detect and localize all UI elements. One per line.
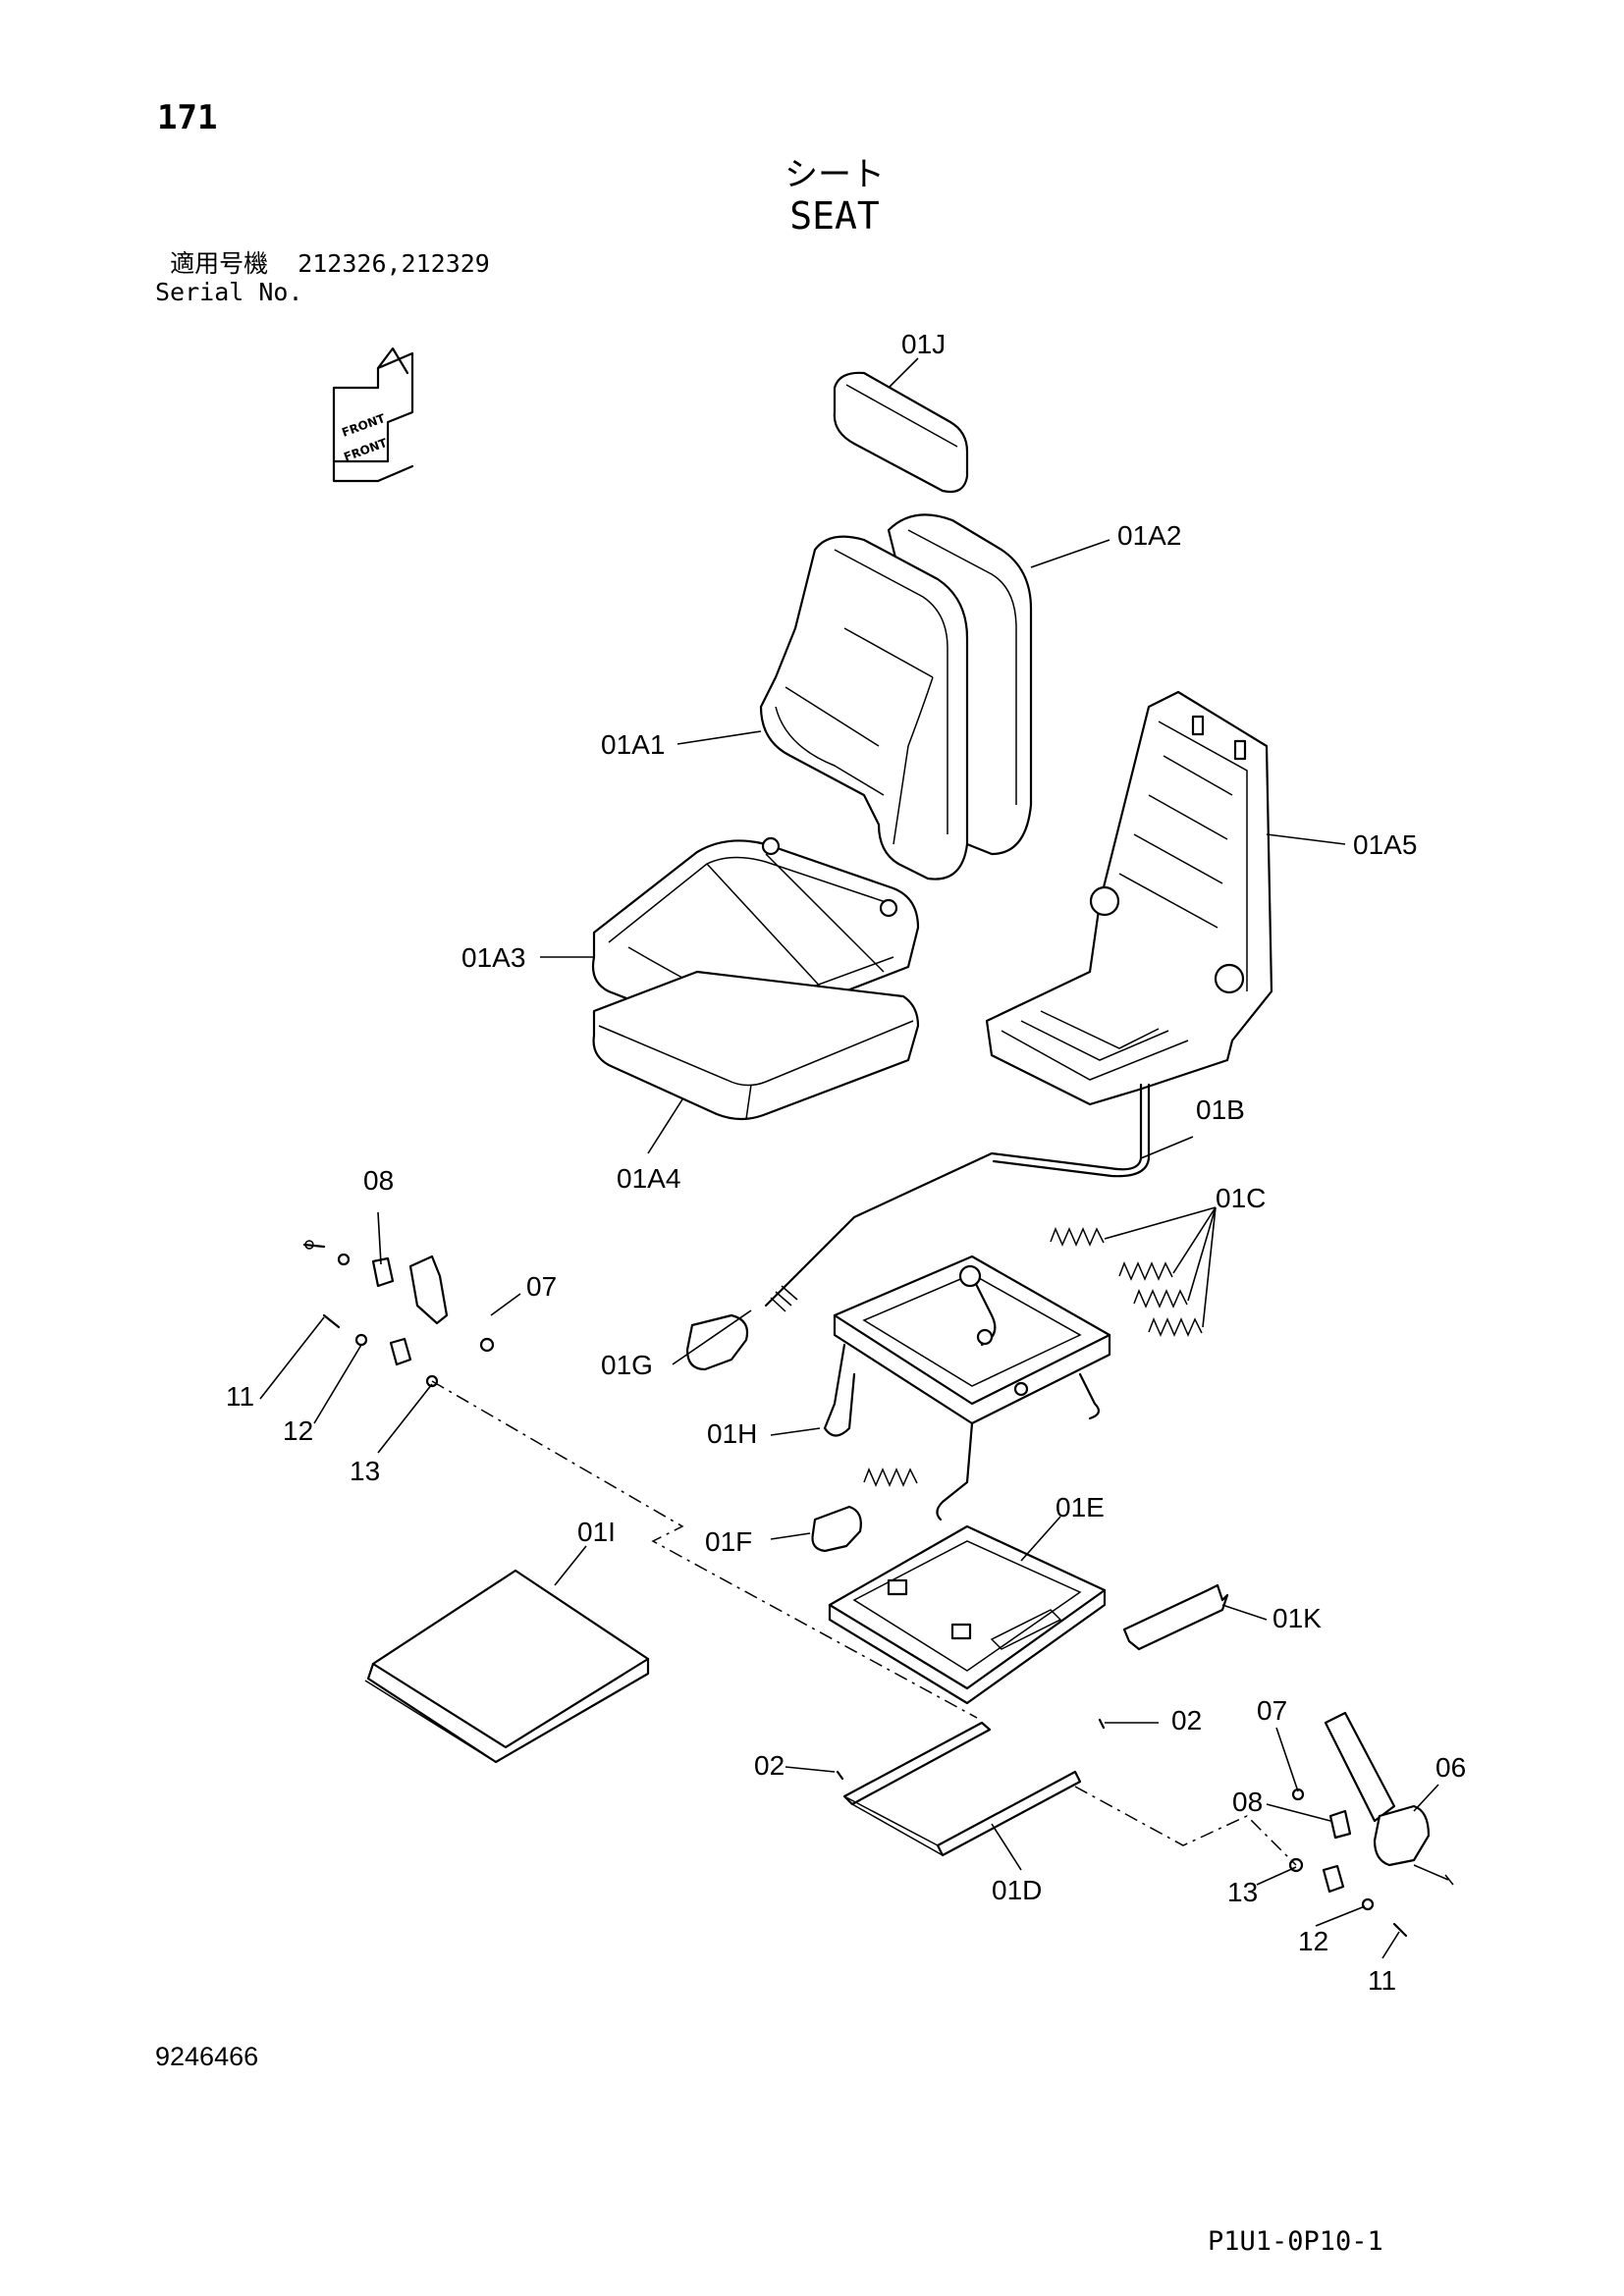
orientation-label-1: FRONT [340, 411, 388, 440]
label-01G: 01G [601, 1350, 653, 1380]
label-01H: 01H [707, 1418, 757, 1449]
label-01E: 01E [1056, 1492, 1105, 1522]
illustration-number: 9246466 [155, 2042, 259, 2071]
label-08-left: 08 [363, 1165, 394, 1196]
slide-rails-01D [842, 1721, 1082, 1857]
label-01A3: 01A3 [461, 942, 525, 973]
serial-label-en: Serial No. [155, 278, 303, 306]
label-01J: 01J [901, 329, 946, 359]
label-07-right: 07 [1257, 1695, 1287, 1726]
back-cushion-front-01A1 [759, 535, 969, 881]
slide-base-01E [828, 1524, 1107, 1705]
page-number: 171 [157, 98, 218, 137]
label-02-left: 02 [754, 1750, 785, 1781]
label-01D: 01D [992, 1875, 1042, 1905]
headrest-01J [833, 371, 969, 494]
serial-block: 適用号機 212326,212329 Serial No. [155, 249, 490, 306]
label-01A5: 01A5 [1353, 829, 1417, 860]
label-01K: 01K [1272, 1603, 1322, 1633]
orientation-label-2: FRONT [342, 436, 390, 464]
bracket-01K [1122, 1583, 1229, 1651]
serial-values: 212326,212329 [298, 249, 490, 278]
label-01I: 01I [577, 1517, 616, 1547]
title-japanese: シート [785, 155, 885, 194]
label-13-right: 13 [1227, 1877, 1258, 1907]
springs-01C [863, 1227, 1203, 1487]
leader-lines [259, 357, 1439, 1959]
label-12-left: 12 [283, 1415, 313, 1446]
mat-pad-01I [364, 1569, 650, 1764]
label-06: 06 [1435, 1752, 1466, 1783]
label-12-right: 12 [1298, 1926, 1328, 1956]
label-07-left: 07 [526, 1271, 557, 1302]
label-11-left: 11 [226, 1381, 254, 1412]
page-code: P1U1-0P10-1 [1208, 2226, 1383, 2257]
title-english: SEAT [789, 194, 880, 238]
seat-belt-06 [1324, 1711, 1454, 1886]
label-08-right: 08 [1232, 1787, 1263, 1817]
lever-handle-01G [685, 1313, 749, 1371]
reference-lines [431, 1380, 1297, 1866]
label-01A1: 01A1 [601, 729, 665, 760]
hardware-group-right [836, 1718, 1408, 1938]
front-arrow-orientation-icon: FRONT FRONT [332, 347, 414, 483]
serial-label-jp: 適用号機 [170, 249, 269, 278]
release-cable-01B [764, 1083, 1151, 1312]
part-labels: 01J 01A2 01A1 01A5 01A3 01A4 01B 01C 08 … [226, 329, 1466, 1996]
lever-handle-01F [811, 1505, 862, 1553]
label-01F: 01F [705, 1526, 752, 1557]
serial-row-jp: 適用号機 212326,212329 [155, 249, 490, 278]
label-11-right: 11 [1368, 1965, 1396, 1996]
seat-base-cushion-01A4 [592, 970, 920, 1121]
hardware-group-left [302, 1240, 495, 1388]
suspension-mechanism-01H [823, 1255, 1111, 1522]
label-01A2: 01A2 [1117, 520, 1181, 551]
label-02-right: 02 [1171, 1705, 1202, 1735]
seat-frame-01A5 [985, 690, 1273, 1106]
label-13-left: 13 [350, 1456, 380, 1486]
label-01A4: 01A4 [617, 1163, 680, 1194]
label-01B: 01B [1196, 1095, 1245, 1125]
label-01C: 01C [1216, 1183, 1266, 1213]
